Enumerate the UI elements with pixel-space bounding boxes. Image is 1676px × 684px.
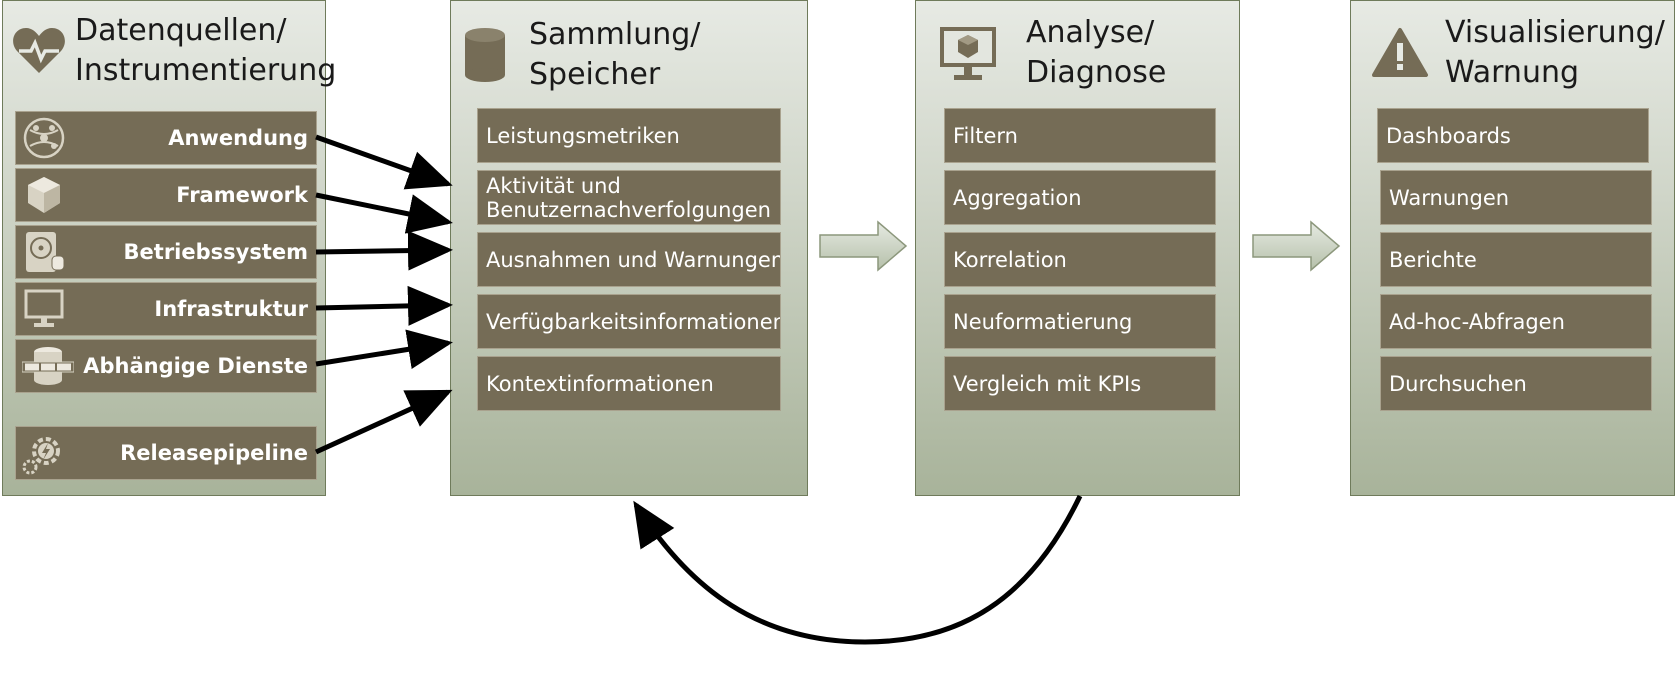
storage-item: Aktivität und Benutzernachverfolgungen <box>477 170 781 225</box>
cube-icon <box>22 173 66 217</box>
panel-data-sources: Datenquellen/ Instrumentierung Anwendung… <box>2 0 336 496</box>
cylinder-icon <box>463 27 507 83</box>
source-item-infrastruktur: Infrastruktur <box>15 282 317 336</box>
feedback-arrow-analysis-to-storage <box>633 494 1083 645</box>
storage-item: Leistungsmetriken <box>477 108 781 163</box>
source-item-releasepipeline: Releasepipeline <box>15 426 317 480</box>
arrow-betriebssystem-to-storage <box>315 230 453 271</box>
source-item-anwendung: Anwendung <box>15 111 317 165</box>
block-arrow-storage-to-analysis <box>819 220 908 272</box>
source-item-abhaengige-dienste: Abhängige Dienste <box>15 339 317 393</box>
arrow-infrastruktur-to-storage <box>315 285 453 326</box>
source-label: Infrastruktur <box>154 297 308 321</box>
panel-title: Visualisierung/ Warnung <box>1445 15 1665 90</box>
hard-disk-icon <box>22 230 66 274</box>
warning-triangle-icon <box>1371 27 1429 79</box>
storage-item: Ausnahmen und Warnungen <box>477 232 781 287</box>
panel-title: Sammlung/ Speicher <box>529 17 701 92</box>
arrow-anwendung-to-storage <box>315 134 453 190</box>
storage-item: Kontextinformationen <box>477 356 781 411</box>
source-label: Anwendung <box>168 126 308 150</box>
visualization-item: Berichte <box>1380 232 1652 287</box>
heart-pulse-icon <box>11 25 67 77</box>
source-label: Releasepipeline <box>120 441 308 465</box>
visualization-item: Durchsuchen <box>1380 356 1652 411</box>
globe-network-icon <box>22 116 66 160</box>
analysis-item: Korrelation <box>944 232 1216 287</box>
monitor-icon <box>22 287 66 331</box>
analysis-item: Filtern <box>944 108 1216 163</box>
panel-visualization-alerting: Visualisierung/ Warnung Dashboards Warnu… <box>1350 0 1675 496</box>
visualization-item: Dashboards <box>1377 108 1649 163</box>
block-arrow-analysis-to-visualization <box>1252 220 1341 272</box>
gears-lightning-icon <box>22 431 66 475</box>
panel-analysis-diagnosis: Analyse/ Diagnose Filtern Aggregation Ko… <box>915 0 1240 496</box>
arrow-dienste-to-storage <box>315 329 453 370</box>
analysis-item: Aggregation <box>944 170 1216 225</box>
source-item-framework: Framework <box>15 168 317 222</box>
source-item-betriebssystem: Betriebssystem <box>15 225 317 279</box>
database-mail-icon <box>21 344 75 388</box>
panel-collection-storage: Sammlung/ Speicher Leistungsmetriken Akt… <box>450 0 808 496</box>
analysis-item: Vergleich mit KPIs <box>944 356 1216 411</box>
storage-item: Verfügbarkeitsinformationen <box>477 294 781 349</box>
visualization-item: Ad-hoc-Abfragen <box>1380 294 1652 349</box>
visualization-item: Warnungen <box>1380 170 1652 225</box>
source-label: Betriebssystem <box>123 240 308 264</box>
source-label: Framework <box>176 183 308 207</box>
monitor-cube-icon <box>938 25 998 83</box>
panel-title: Analyse/ Diagnose <box>1026 15 1167 90</box>
analysis-item: Neuformatierung <box>944 294 1216 349</box>
arrow-releasepipeline-to-storage <box>314 389 453 455</box>
source-label: Abhängige Dienste <box>83 354 308 378</box>
arrow-framework-to-storage <box>315 192 453 234</box>
panel-title: Datenquellen/ Instrumentierung <box>75 13 337 88</box>
